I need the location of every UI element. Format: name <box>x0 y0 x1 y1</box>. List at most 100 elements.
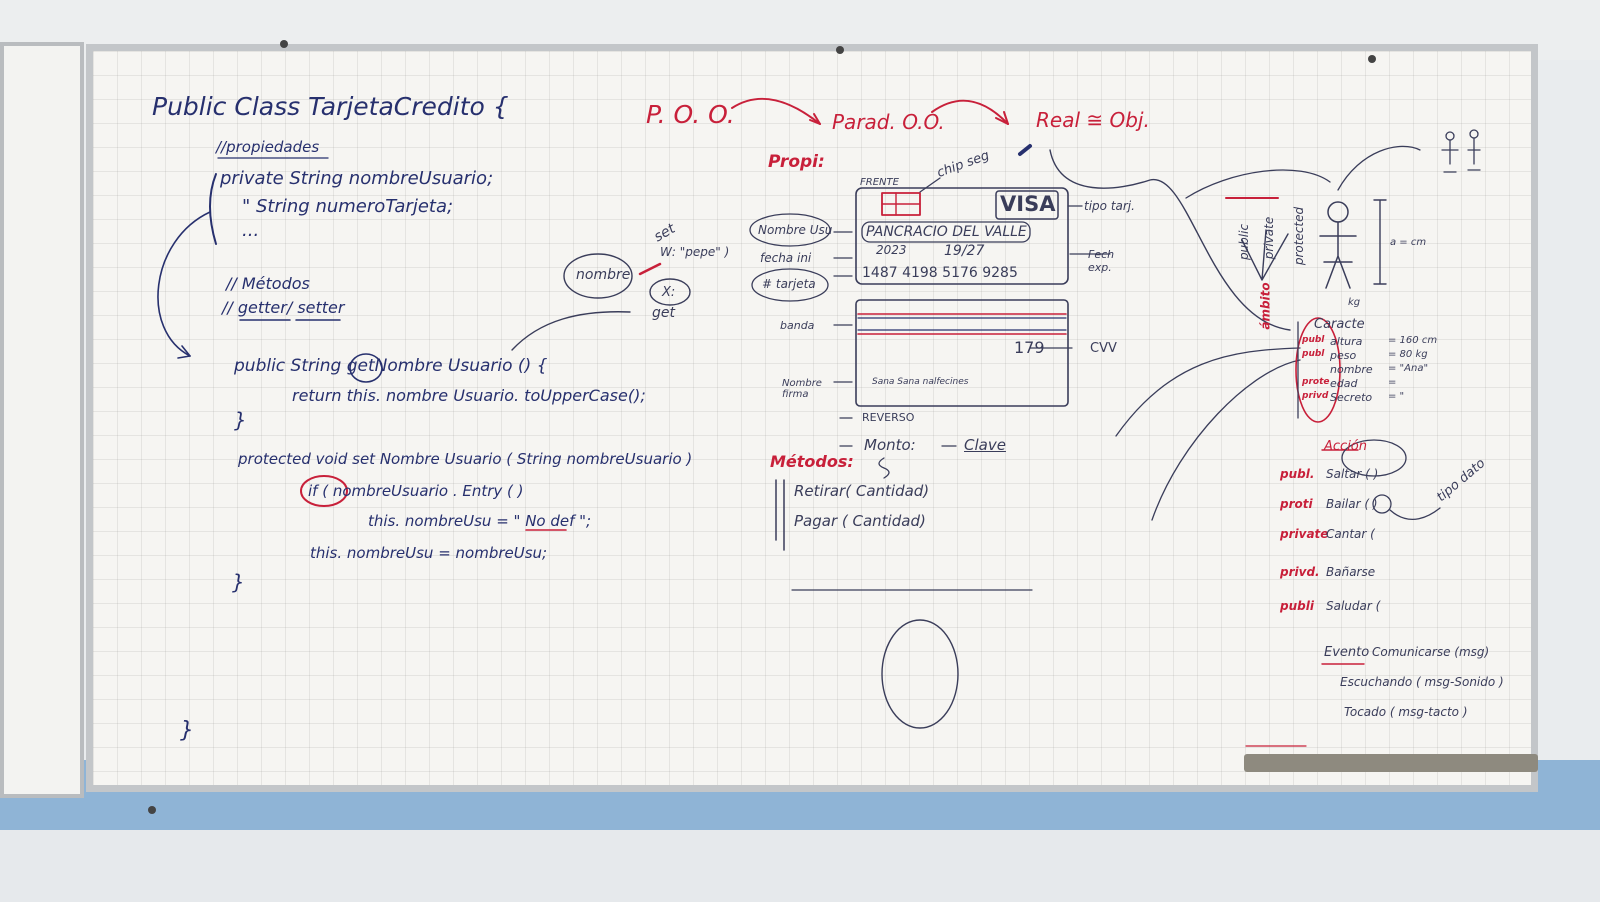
action-modifier: private <box>1280 527 1329 541</box>
action-name: Bañarse <box>1326 565 1376 579</box>
attribute-value: = 80 kg <box>1388 349 1428 360</box>
action-name: Cantar ( <box>1326 527 1375 541</box>
visa-logo: VISA <box>1000 192 1056 216</box>
if-line: if ( nombreUsuario . Entry ( ) <box>308 482 524 500</box>
marker-tray <box>1244 754 1538 772</box>
private-modifier: private <box>1262 216 1277 260</box>
cvv-label: CVV <box>1090 341 1117 356</box>
magnet <box>148 806 156 814</box>
attribute-row: privd Secreto = " <box>1302 392 1482 406</box>
setter-close-brace: } <box>232 570 245 594</box>
card-expiry-date: 19/27 <box>944 243 985 259</box>
attribute-modifier: publ <box>1302 349 1325 359</box>
event-text: Tocado ( msg-tacto ) <box>1344 705 1468 719</box>
methods-comment: // Métodos <box>226 274 310 293</box>
x-label: X: <box>662 285 676 300</box>
attribute-row: nombre = "Ana" <box>1302 364 1482 378</box>
action-name: Saltar ( ) <box>1326 467 1379 481</box>
magnet <box>280 40 288 48</box>
public-modifier: public <box>1237 223 1252 261</box>
real-object-title: Real ≅ Obj. <box>1036 108 1150 132</box>
attribute-value: = 160 cm <box>1388 335 1438 346</box>
withdraw-method: Retirar( Cantidad) <box>794 482 930 500</box>
attribute-modifier: publ <box>1302 335 1325 345</box>
attribute-modifier: prote <box>1302 377 1330 387</box>
property-line-2: " String numeroTarjeta; <box>242 196 454 217</box>
whiteboard <box>86 44 1538 792</box>
attribute-modifier <box>1302 364 1330 378</box>
attribute-row: publ peso = 80 kg <box>1302 350 1482 364</box>
wall-bottom <box>0 830 1600 902</box>
protected-modifier: protected <box>1292 206 1307 266</box>
assign-default: this. nombreUsu = " No def "; <box>368 512 592 530</box>
start-date-label: fecha ini <box>760 251 812 265</box>
action-row: publi Saludar ( <box>1280 600 1440 630</box>
properties-label: Propi: <box>768 152 825 172</box>
getter-signature: public String getNombre Usuario () { <box>234 356 548 376</box>
class-declaration: Public Class TarjetaCredito { <box>152 92 509 121</box>
attribute-name: peso <box>1330 349 1357 362</box>
signature-label: Nombre firma <box>782 378 822 400</box>
magnet <box>1368 55 1376 63</box>
event-text: Comunicarse (msg) <box>1372 645 1490 659</box>
back-label: REVERSO <box>862 411 915 424</box>
getter-setter-comment: // getter/ setter <box>222 298 345 317</box>
ellipsis: ... <box>242 220 260 241</box>
attribute-value: = <box>1388 377 1397 388</box>
card-type-label: tipo tarj. <box>1084 199 1135 213</box>
key-label: Clave <box>964 436 1006 454</box>
attribute-row: prote edad = <box>1302 378 1482 392</box>
attribute-name: Secreto <box>1330 391 1373 404</box>
event-row: Evento Comunicarse (msg) <box>1324 646 1514 676</box>
attribute-value: = "Ana" <box>1388 363 1429 374</box>
action-modifier: proti <box>1280 497 1313 511</box>
action-row: private Cantar ( <box>1280 528 1440 566</box>
cvv-number: 179 <box>1014 338 1045 357</box>
event-text: Escuchando ( msg-Sonido ) <box>1340 675 1504 689</box>
expiry-label: Fech exp. <box>1088 248 1115 275</box>
cardholder-name: PANCRACIO DEL VALLE <box>866 224 1027 240</box>
action-name: Saludar ( <box>1326 599 1381 613</box>
signature-text: Sana Sana nalfecines <box>872 377 969 387</box>
attribute-row: publ altura = 160 cm <box>1302 336 1482 350</box>
nombre-label: nombre <box>576 267 631 283</box>
action-modifier: publ. <box>1280 467 1315 481</box>
get-label: get <box>652 305 675 321</box>
left-whiteboard <box>0 42 84 798</box>
attribute-name: altura <box>1330 335 1363 348</box>
poo-title: P. O. O. <box>646 100 735 129</box>
action-list: publ. Saltar ( ) proti Bailar ( ) privat… <box>1280 468 1440 630</box>
username-label: Nombre Usu <box>758 223 833 237</box>
attribute-list: publ altura = 160 cm publ peso = 80 kg n… <box>1302 336 1482 406</box>
amount-label: Monto: <box>864 436 916 454</box>
characteristics-label: Caracte <box>1314 317 1365 332</box>
action-row: privd. Bañarse <box>1280 566 1440 600</box>
magnet <box>836 46 844 54</box>
weight-label: kg <box>1348 297 1361 308</box>
attribute-name: edad <box>1330 377 1358 390</box>
stripe-label: banda <box>780 319 815 332</box>
event-row: Tocado ( msg-tacto ) <box>1324 706 1514 736</box>
card-number: 1487 4198 5176 9285 <box>862 265 1018 281</box>
pay-method: Pagar ( Cantidad) <box>794 512 926 530</box>
event-row: Escuchando ( msg-Sonido ) <box>1324 676 1514 706</box>
scope-label: ámbito <box>1258 282 1273 330</box>
card-number-label: # tarjeta <box>762 277 816 291</box>
properties-comment: //propiedades <box>216 138 320 156</box>
assign-name: this. nombreUsu = nombreUsu; <box>310 544 548 562</box>
methods-label: Métodos: <box>770 452 854 471</box>
action-row: proti Bailar ( ) <box>1280 498 1440 528</box>
action-modifier: privd. <box>1280 565 1320 579</box>
attribute-value: = " <box>1388 391 1405 402</box>
setter-signature: protected void set Nombre Usuario ( Stri… <box>238 450 693 468</box>
attribute-name: nombre <box>1330 363 1373 376</box>
height-label: a = cm <box>1390 237 1427 248</box>
property-line-1: private String nombreUsuario; <box>220 168 494 189</box>
card-start-date: 2023 <box>876 243 907 257</box>
paradigm-title: Parad. O.O. <box>832 110 945 134</box>
set-value: W: "pepe" ) <box>660 245 730 259</box>
class-close-brace: } <box>180 718 194 743</box>
getter-close-brace: } <box>234 408 247 432</box>
action-name: Bailar ( ) <box>1326 497 1378 511</box>
